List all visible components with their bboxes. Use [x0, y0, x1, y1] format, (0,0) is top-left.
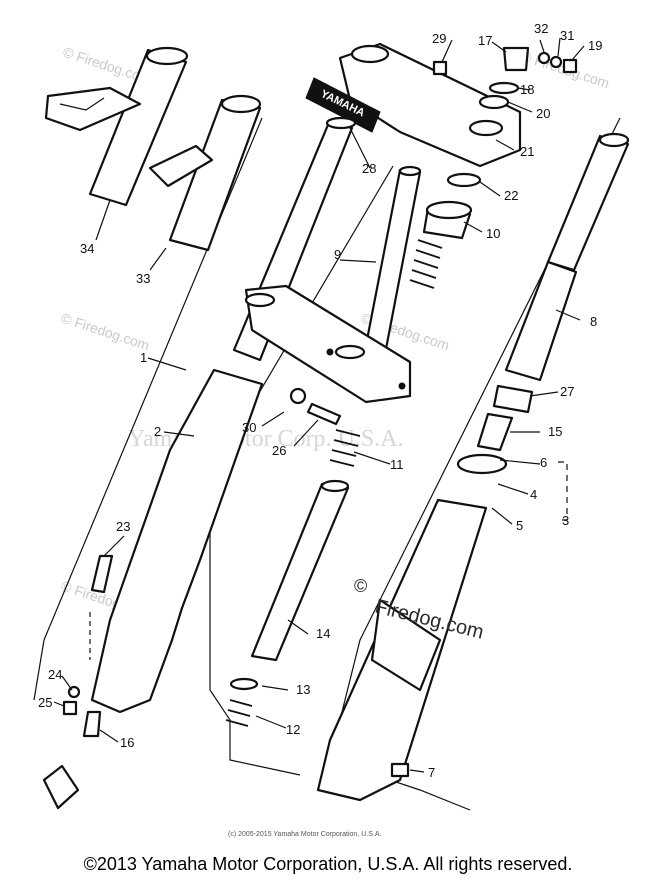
callout-24: 24	[48, 667, 62, 682]
part-19-nut	[562, 58, 578, 74]
watermark-left-mid: © Firedog.com	[59, 310, 151, 354]
left-bracket-line	[33, 117, 263, 701]
part-30-nut	[289, 387, 307, 405]
part-33-fork-tube	[148, 94, 262, 252]
callout-21: 21	[520, 144, 534, 159]
callout-27: 27	[560, 384, 574, 399]
under-bracket	[244, 284, 412, 404]
callout-10: 10	[486, 226, 500, 241]
callout-22: 22	[504, 188, 518, 203]
part-34-fork-tube	[44, 46, 189, 207]
lower-left-sticker	[42, 764, 80, 810]
callout-19: 19	[588, 38, 602, 53]
part-21-upper-bracket	[338, 42, 522, 168]
part-18-ring	[488, 81, 520, 95]
part-31-oring	[549, 55, 563, 69]
footer-copyright: ©2013 Yamaha Motor Corporation, U.S.A. A…	[83, 853, 573, 874]
part-7-drain-bolt	[390, 762, 410, 778]
callout-8: 8	[590, 314, 597, 329]
part-11-spring	[329, 429, 361, 467]
part-12-spring	[225, 699, 253, 727]
callout-26: 26	[272, 443, 286, 458]
callout-2: 2	[154, 424, 161, 439]
part-32-washer	[537, 51, 551, 65]
callout-3: 3	[562, 513, 569, 528]
callout-15: 15	[548, 424, 562, 439]
part-22-ring	[446, 172, 482, 188]
callout-28: 28	[362, 161, 376, 176]
part-14-damper-rod	[250, 479, 350, 662]
callout-17: 17	[478, 33, 492, 48]
part-17-cap-bolt	[502, 46, 530, 72]
diagram-small-copyright: (c) 2005-2015 Yamaha Motor Corporation, …	[228, 831, 381, 838]
callout-18: 18	[520, 82, 534, 97]
callout-16: 16	[120, 735, 134, 750]
part-13-washer	[229, 677, 259, 691]
right-bracket-dashed	[558, 461, 568, 521]
callout-14: 14	[316, 626, 330, 641]
callout-20: 20	[536, 106, 550, 121]
callout-9: 9	[334, 247, 341, 262]
leader-lines	[53, 37, 585, 773]
callout-7: 7	[428, 765, 435, 780]
callout-23: 23	[116, 519, 130, 534]
firedog-copyright-symbol: ©	[354, 576, 367, 596]
callout-32: 32	[534, 21, 548, 36]
callout-31: 31	[560, 28, 574, 43]
callout-30: 30	[242, 420, 256, 435]
callout-13: 13	[296, 682, 310, 697]
part-20-seal	[478, 94, 510, 110]
callout-4: 4	[530, 487, 537, 502]
callout-11: 11	[390, 457, 404, 472]
callout-25: 25	[38, 695, 52, 710]
part-27-collar	[492, 384, 534, 414]
callout-33: 33	[136, 271, 150, 286]
callout-29: 29	[432, 31, 446, 46]
part-8-inner-tube-right	[504, 132, 630, 382]
part-25-nut	[62, 700, 78, 716]
part-3-outer-tube-right	[316, 453, 508, 802]
watermark-yamaha-corp: Yamaha Motor Corp. U.S.A.	[128, 426, 404, 452]
callout-6: 6	[540, 455, 547, 470]
part-15-bushing	[476, 412, 514, 452]
part-16-drain-bolt	[82, 710, 102, 738]
callout-5: 5	[516, 518, 523, 533]
callout-34: 34	[80, 241, 94, 256]
part-10-cap	[409, 200, 473, 289]
part-29-nut	[432, 60, 448, 76]
part-23-bolt	[90, 554, 114, 594]
callout-1: 1	[140, 350, 147, 365]
part-26-bolt	[306, 402, 342, 426]
callout-12: 12	[286, 722, 300, 737]
